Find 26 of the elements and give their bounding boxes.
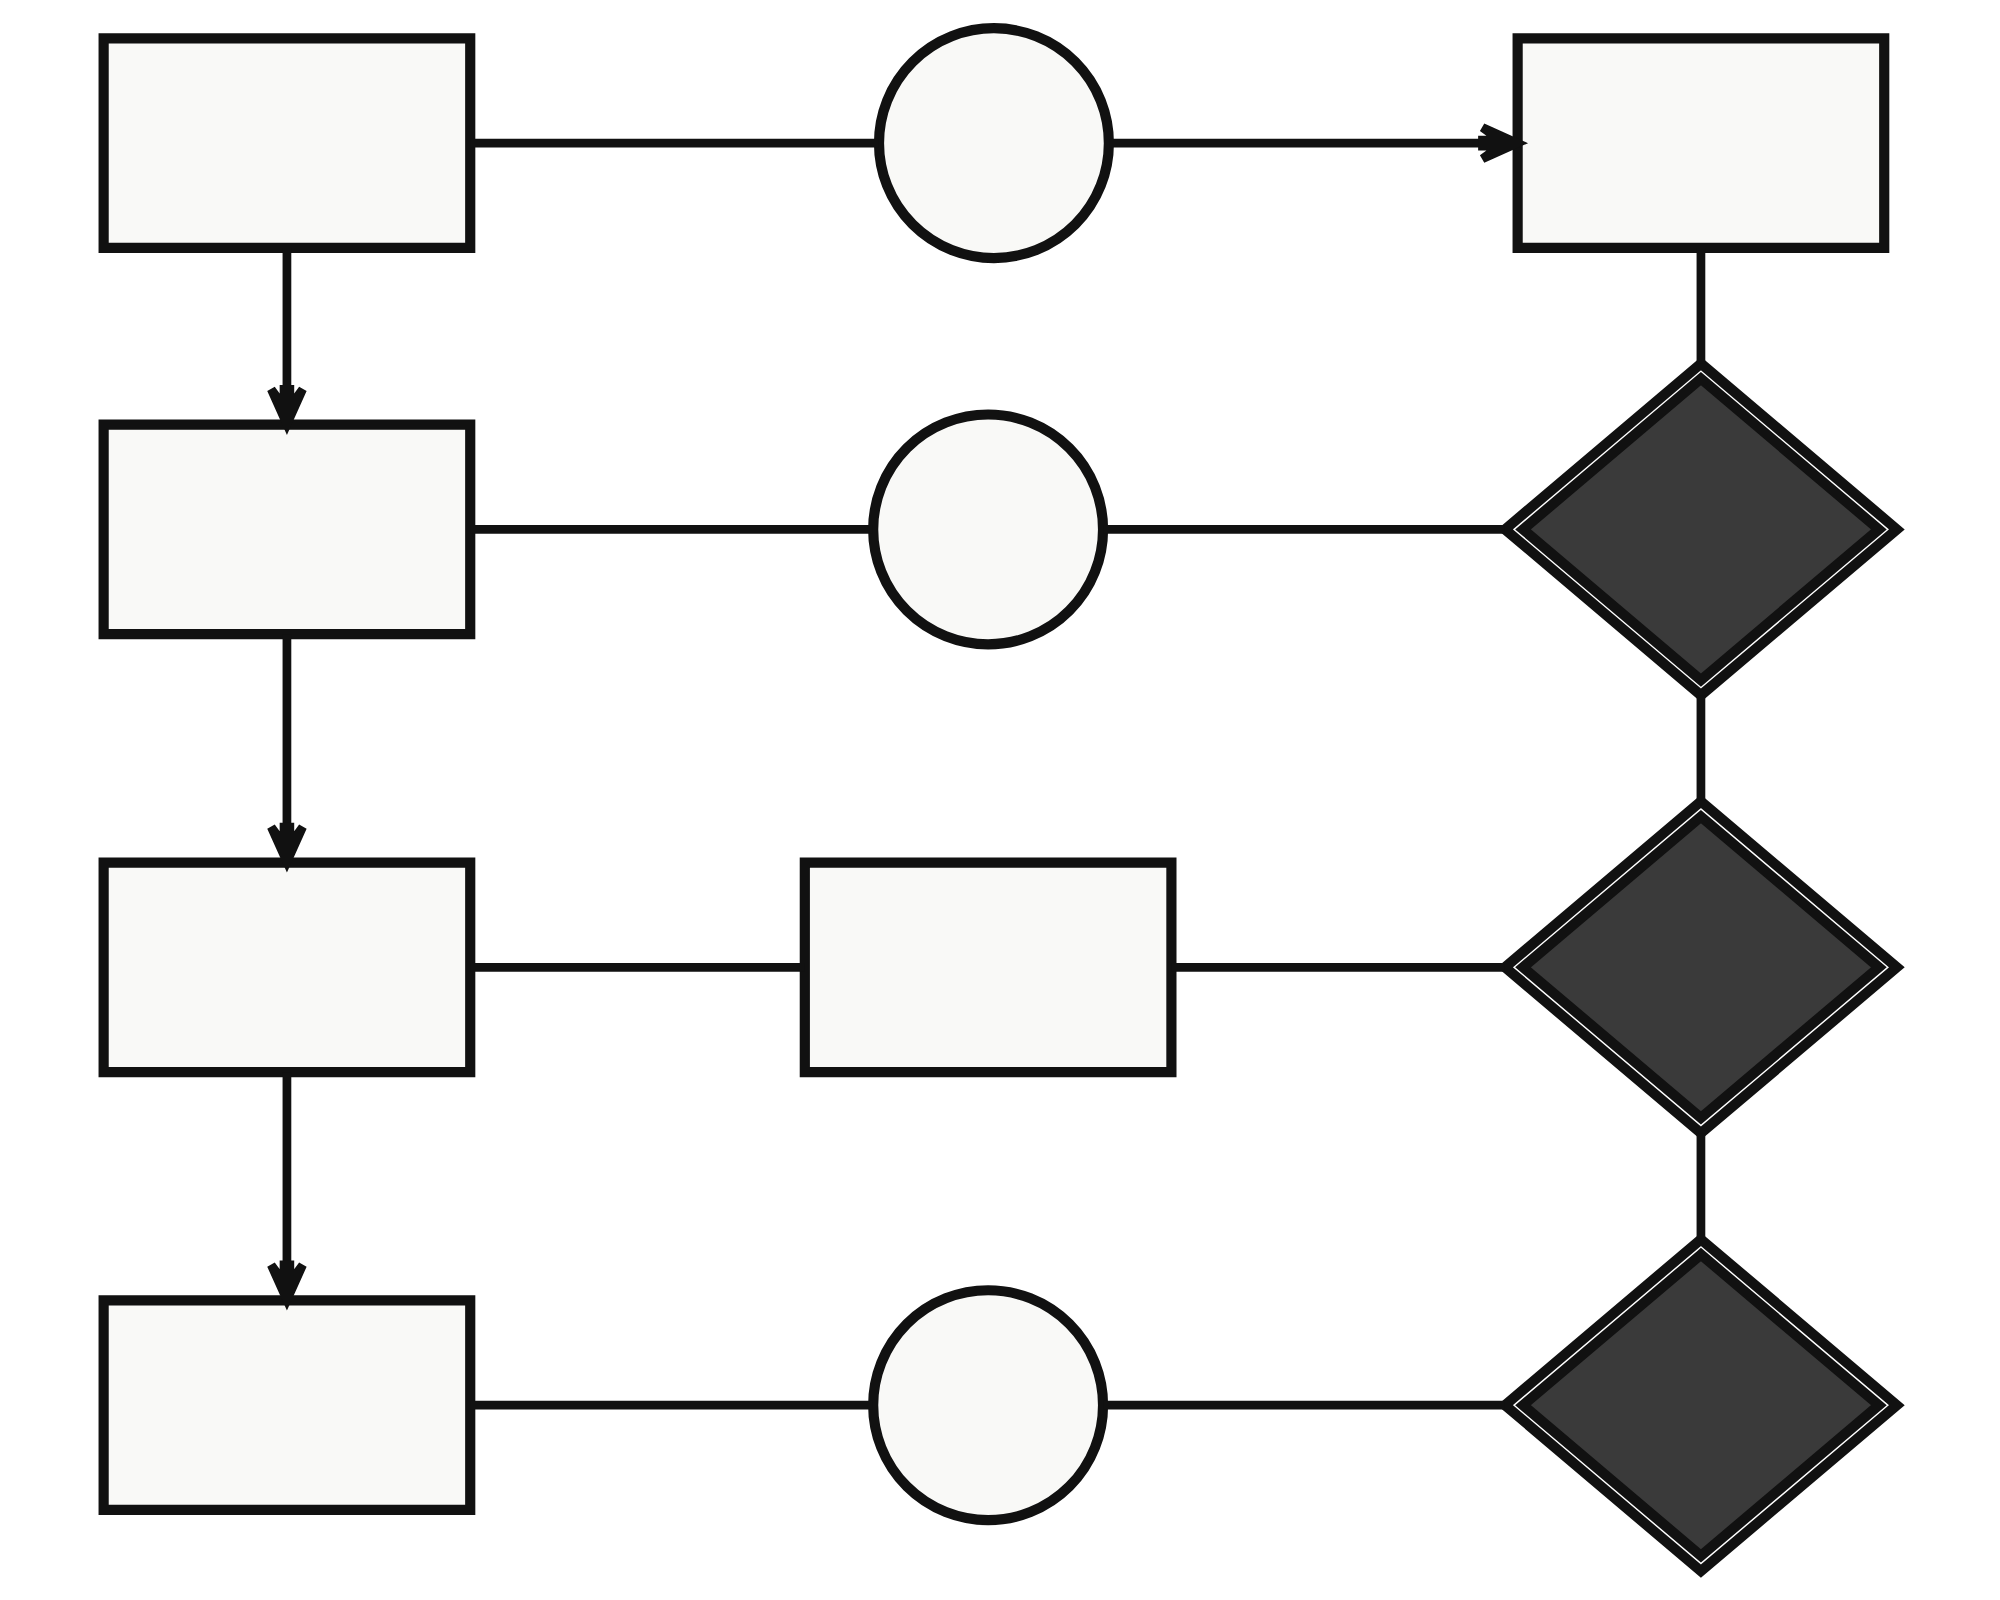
node-circle — [868, 409, 1109, 650]
node-box — [98, 857, 476, 1078]
connector — [1696, 248, 1706, 364]
connector — [470, 138, 879, 148]
arrow — [266, 1072, 307, 1305]
node-diamond — [1497, 356, 1905, 702]
node-circle — [873, 23, 1114, 264]
arrow — [1109, 123, 1522, 164]
connector — [1696, 1133, 1706, 1239]
arrow — [266, 248, 307, 429]
connector — [1103, 1400, 1505, 1410]
connector — [470, 962, 805, 972]
connector — [1696, 695, 1706, 801]
node-diamond — [1497, 794, 1905, 1140]
node-box — [98, 1295, 476, 1516]
node-box — [1512, 33, 1890, 253]
node-diamond — [1497, 1232, 1905, 1578]
arrow — [266, 634, 307, 867]
connector — [1171, 962, 1505, 972]
connector — [1103, 525, 1505, 534]
node-circle — [868, 1285, 1109, 1526]
node-box — [799, 857, 1177, 1078]
connector — [470, 525, 873, 534]
node-box — [98, 33, 476, 253]
node-box — [98, 419, 476, 640]
connector — [470, 1400, 873, 1410]
